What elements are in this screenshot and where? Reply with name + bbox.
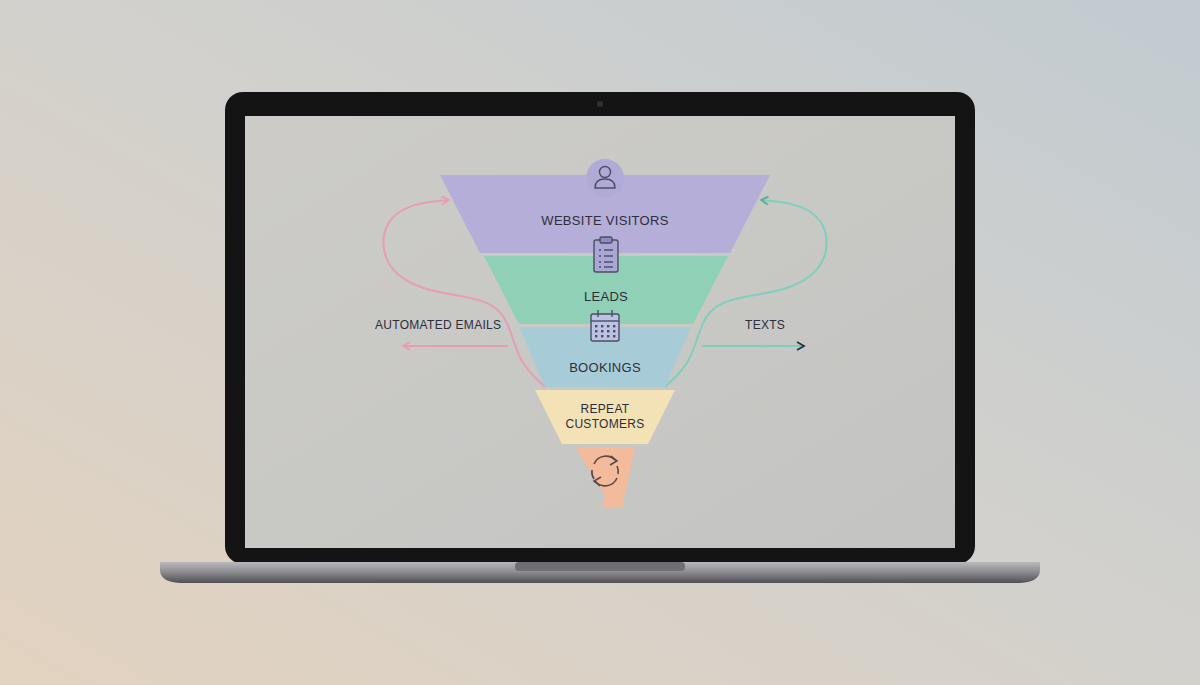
channel-label: AUTOMATED EMAILS <box>375 318 501 332</box>
channel-label: TEXTS <box>745 318 785 332</box>
laptop-bezel <box>225 92 975 564</box>
person-icon <box>586 159 624 197</box>
stage-label: LEADS <box>584 289 628 305</box>
calendar-icon <box>591 310 619 341</box>
email-arrow <box>403 345 508 347</box>
band-shape <box>519 327 691 387</box>
funnel-band: REPEAT CUSTOMERS <box>535 390 675 444</box>
clipboard-icon <box>594 237 618 272</box>
text-arrow <box>702 345 804 347</box>
stage-label: BOOKINGS <box>569 360 641 376</box>
laptop-screen <box>245 116 955 548</box>
camera-dot <box>597 101 603 107</box>
laptop-base <box>160 562 1040 583</box>
funnel-band: BOOKINGS <box>519 327 691 387</box>
stage-label: REPEAT CUSTOMERS <box>563 402 647 432</box>
laptop-notch <box>515 562 685 571</box>
loyalty-band <box>575 447 635 508</box>
band-fill <box>535 390 675 444</box>
stage-label: WEBSITE VISITORS <box>541 213 668 229</box>
cycle-icon <box>592 456 618 486</box>
